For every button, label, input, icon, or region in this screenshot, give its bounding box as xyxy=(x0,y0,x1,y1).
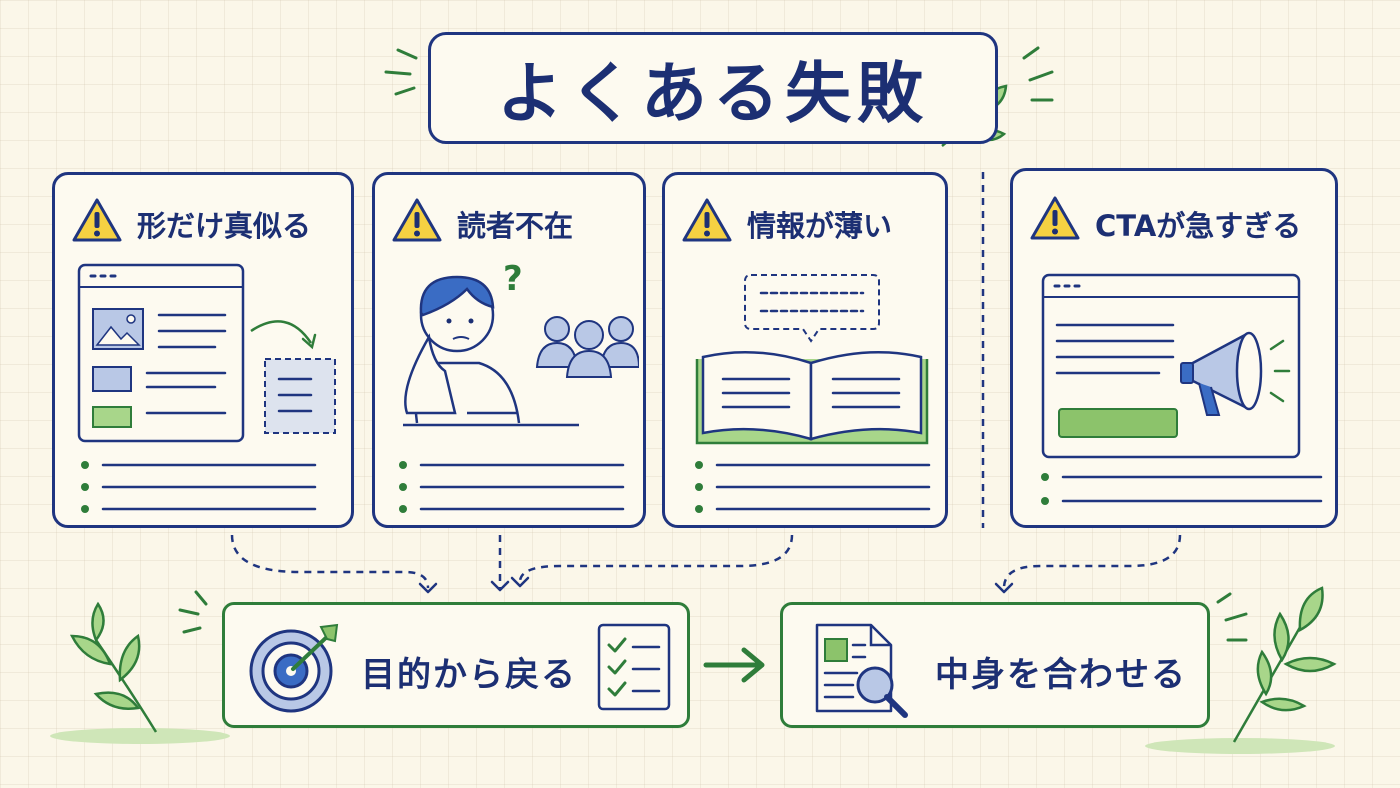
arrowhead-4 xyxy=(994,582,1014,594)
title-banner: よくある失敗 xyxy=(428,32,998,144)
document-search-icon xyxy=(815,623,908,718)
action-align-content: 中身を合わせる xyxy=(780,602,1210,728)
warning-icon xyxy=(72,198,122,242)
card-label: 形だけ真似る xyxy=(137,209,312,243)
card-no-reader: 読者不在 ? xyxy=(372,172,646,528)
flow-arrow xyxy=(703,647,765,683)
connector-card1 xyxy=(230,534,430,589)
title-sparkle-right xyxy=(1022,46,1054,102)
card-label: 読者不在 xyxy=(457,209,574,243)
arrowhead-2 xyxy=(490,580,510,592)
card-imitation: 形だけ真似る xyxy=(52,172,354,528)
arrowhead-3 xyxy=(510,576,530,588)
plant-left xyxy=(50,601,230,744)
card-cta-too-early: CTAが急すぎる xyxy=(1010,168,1338,528)
bullet-list xyxy=(81,461,317,513)
bullet-list xyxy=(399,461,625,513)
open-book-illustration xyxy=(695,274,929,445)
bullet-list xyxy=(695,461,931,513)
connector-card4 xyxy=(1002,534,1182,589)
warning-icon xyxy=(392,198,442,242)
arrowhead-1 xyxy=(418,582,438,594)
target-icon xyxy=(249,623,339,713)
card-label: CTAが急すぎる xyxy=(1095,209,1302,243)
action-label: 目的から戻る xyxy=(361,655,577,695)
action-label: 中身を合わせる xyxy=(935,655,1187,695)
warning-icon xyxy=(682,198,732,242)
imitation-illustration xyxy=(77,263,336,443)
action-sparkle-left xyxy=(178,590,208,634)
plant-right xyxy=(1145,586,1337,754)
title-text: よくある失敗 xyxy=(497,55,929,132)
title-sparkle-left xyxy=(384,48,418,96)
thinking-person-illustration xyxy=(403,275,639,427)
connector-card3 xyxy=(518,534,794,583)
question-mark: ? xyxy=(503,259,523,299)
card-thin-info: 情報が薄い xyxy=(662,172,948,528)
action-return-to-purpose: 目的から戻る xyxy=(222,602,690,728)
cta-page-illustration xyxy=(1041,273,1301,459)
action-sparkle-right xyxy=(1216,592,1248,642)
card-label: 情報が薄い xyxy=(747,209,893,243)
checklist-icon xyxy=(597,623,671,711)
bullet-list xyxy=(1041,473,1323,505)
warning-icon xyxy=(1030,196,1080,240)
